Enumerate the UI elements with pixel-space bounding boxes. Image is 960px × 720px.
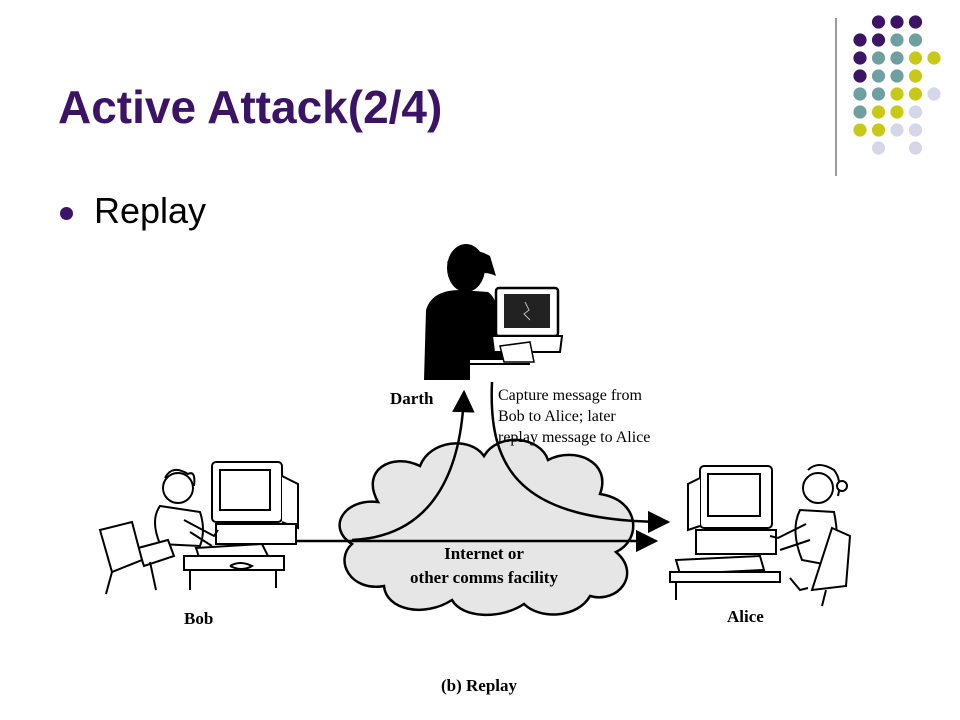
capture-note-line: Capture message from <box>498 387 642 404</box>
capture-arrow <box>351 389 475 542</box>
decorative-dot <box>890 15 904 29</box>
decorative-dot <box>871 15 886 29</box>
capture-note-line: Bob to Alice; later <box>498 408 616 425</box>
cloud-label-line: Internet or <box>444 544 524 563</box>
decorative-dot <box>853 105 867 119</box>
cloud-label: Internet or other comms facility <box>370 542 598 590</box>
decorative-dot <box>908 51 923 65</box>
bob-figure <box>98 461 299 595</box>
darth-figure <box>424 244 564 380</box>
decorative-dot <box>927 51 941 65</box>
decorative-dot <box>853 33 867 47</box>
decorative-dot <box>908 15 923 29</box>
decorative-dot <box>890 33 904 47</box>
capture-note-line: replay message to Alice <box>498 429 651 446</box>
decorative-dot <box>908 33 923 47</box>
decorative-dot <box>908 87 923 101</box>
decorative-dot <box>871 33 886 47</box>
internet-cloud <box>338 438 635 616</box>
decorative-dot <box>908 123 923 137</box>
decorative-dot <box>908 141 923 155</box>
decorative-dot <box>853 69 867 83</box>
decorative-dot <box>871 69 886 83</box>
bullet-dot-icon <box>60 207 73 220</box>
decorative-dot <box>890 123 904 137</box>
bob-label: Bob <box>184 609 214 628</box>
decorative-dot <box>853 123 867 137</box>
cloud-label-line: other comms facility <box>410 568 558 587</box>
decorative-dot <box>871 51 886 65</box>
bullet-text: Replay <box>94 190 207 231</box>
decorative-dot <box>871 87 886 101</box>
darth-label: Darth <box>390 389 434 408</box>
slide-title: Active Attack(2/4) <box>58 81 443 133</box>
replay-arrow <box>490 381 671 534</box>
alice-label: Alice <box>727 607 764 626</box>
diagram-caption: (b) Replay <box>441 676 518 695</box>
decorative-dot <box>890 105 904 119</box>
decorative-dot <box>890 69 904 83</box>
decorative-dot <box>853 87 867 101</box>
decorative-vertical-line <box>835 18 837 176</box>
decorative-dot <box>871 123 886 137</box>
decorative-dot <box>871 141 886 155</box>
alice-figure <box>669 464 852 607</box>
capture-note: Capture message from Bob to Alice; later… <box>498 385 650 448</box>
decorative-dot-grid <box>853 15 941 155</box>
decorative-dot <box>890 87 904 101</box>
decorative-dot <box>871 105 886 119</box>
decorative-dot <box>890 51 904 65</box>
decorative-dot <box>853 51 867 65</box>
decorative-dot <box>927 87 941 101</box>
decorative-dot <box>908 69 923 83</box>
decorative-dot <box>908 105 923 119</box>
